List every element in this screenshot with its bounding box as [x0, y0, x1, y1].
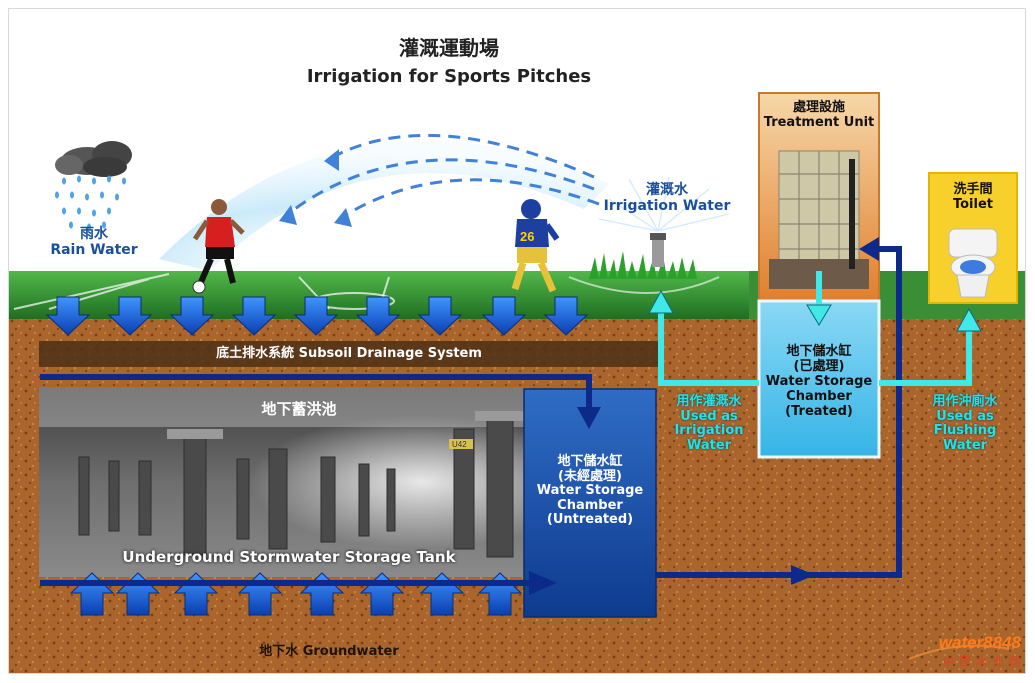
- rain-water-en: Rain Water: [50, 241, 138, 258]
- stormwater-tank-en: Underground Stormwater Storage Tank: [122, 548, 456, 566]
- subsoil-drainage-label: 底土排水系統 Subsoil Drainage System: [216, 346, 482, 361]
- untreated-chamber-label: 地下儲水缸 (未經處理) Water Storage Chamber (Untr…: [524, 454, 656, 528]
- use-irrigation-en1: Used as: [680, 408, 738, 424]
- rain-drops: [55, 175, 126, 231]
- use-flushing-en3: Water: [942, 437, 988, 453]
- untreated-en2: Chamber: [557, 497, 623, 513]
- title-chinese: 灌溉運動場: [399, 36, 499, 60]
- subsoil-drainage-band: [39, 341, 659, 367]
- toilet-en: Toilet: [952, 196, 993, 212]
- use-flushing-en1: Used as: [936, 408, 994, 424]
- flow-lines: [40, 246, 902, 586]
- treatment-unit-zh: 處理設施: [792, 100, 845, 115]
- diagram-frame: 26 U42: [8, 8, 1026, 674]
- treatment-unit-label: 處理設施 Treatment Unit: [759, 100, 879, 131]
- football-player-figure: 26: [511, 199, 560, 293]
- title-english: Irrigation for Sports Pitches: [306, 66, 592, 87]
- svg-text:26: 26: [520, 229, 534, 244]
- treated-en1: Water Storage: [765, 373, 873, 389]
- rain-water-zh: 雨水: [80, 226, 108, 242]
- watermark: water8848 中 国 水 业 网: [909, 633, 1021, 669]
- toilet-zh: 洗手間: [953, 182, 993, 197]
- untreated-en1: Water Storage: [536, 483, 644, 499]
- use-irrigation-en2: Irrigation: [674, 423, 744, 439]
- use-flushing-en2: Flushing: [933, 423, 997, 439]
- rain-water-label: 雨水 Rain Water: [39, 226, 149, 258]
- watermark-line1: water8848: [938, 633, 1021, 652]
- groundwater-label: 地下水 Groundwater: [259, 644, 399, 659]
- treated-zh1: 地下儲水缸: [786, 344, 852, 359]
- irrigation-water-zh: 灌溉水: [646, 182, 688, 198]
- toilet-label: 洗手間 Toilet: [929, 182, 1017, 213]
- sprinkler: [652, 237, 664, 267]
- watermark-line2: 中 国 水 业 网: [943, 655, 1021, 668]
- use-irrigation-label: 用作灌溉水 Used as Irrigation Water: [659, 394, 759, 453]
- treated-en2: Chamber: [786, 388, 852, 404]
- rain-cloud: [55, 141, 132, 177]
- treated-chamber-label: 地下儲水缸 (已處理) Water Storage Chamber (Treat…: [759, 344, 879, 420]
- toilet-figure: [948, 228, 998, 298]
- untreated-zh1: 地下儲水缸: [557, 454, 623, 469]
- irrigation-spray: [159, 140, 609, 271]
- soccer-player-figure: [192, 199, 245, 294]
- irrigation-water-label: 灌溉水 Irrigation Water: [597, 182, 737, 214]
- untreated-en3: (Untreated): [546, 512, 634, 528]
- treated-chamber-box: [757, 299, 881, 459]
- stormwater-tank-zh: 地下蓄洪池: [261, 400, 337, 418]
- untreated-zh2: (未經處理): [558, 468, 622, 484]
- use-flushing-zh: 用作沖廁水: [932, 394, 998, 409]
- treatment-unit-en: Treatment Unit: [763, 114, 875, 130]
- use-flushing-label: 用作沖廁水 Used as Flushing Water: [913, 394, 1017, 453]
- svg-text:U42: U42: [452, 440, 467, 449]
- irrigation-water-en: Irrigation Water: [603, 197, 731, 214]
- treated-zh2: (已處理): [793, 358, 845, 374]
- drainage-arrows: [45, 296, 589, 336]
- cyan-pipes: [658, 271, 972, 386]
- treated-en3: (Treated): [785, 403, 853, 419]
- use-irrigation-en3: Water: [686, 437, 732, 453]
- use-irrigation-zh: 用作灌溉水: [676, 394, 742, 409]
